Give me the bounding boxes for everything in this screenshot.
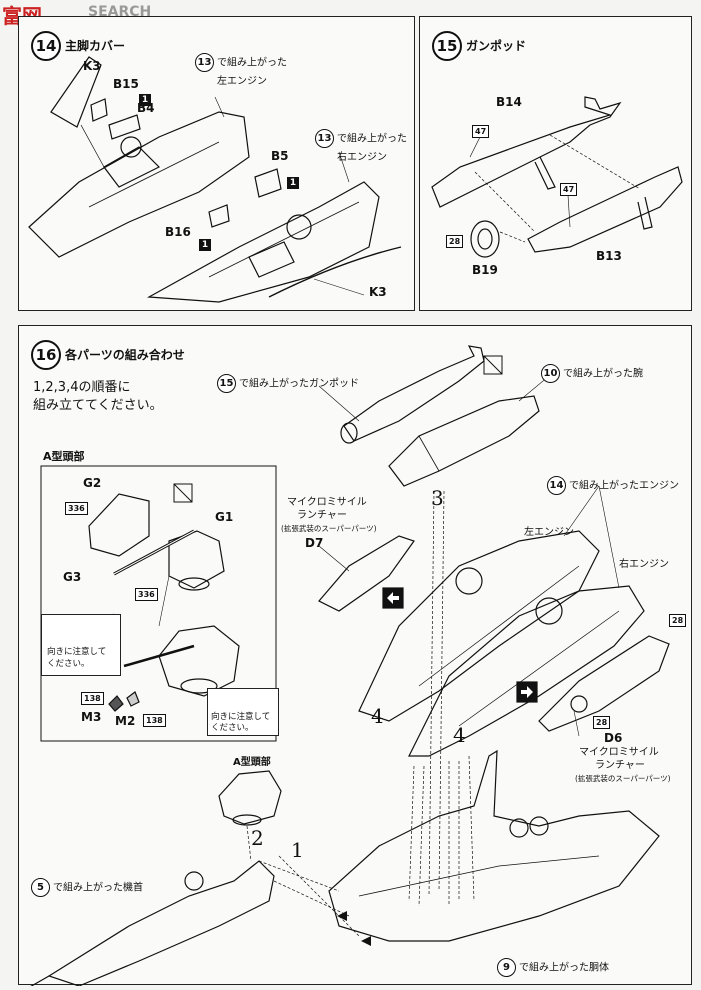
part-b14: B14 xyxy=(496,95,522,109)
launcher-left-line1: マイクロミサイル xyxy=(287,497,367,508)
callout-gunpod-num: 15 xyxy=(217,374,236,393)
callout-body-num: 9 xyxy=(497,958,516,977)
launcher-left-note: (拡張武装のスーパーパーツ) xyxy=(281,524,377,533)
launcher-right-line2: ランチャー xyxy=(595,760,645,771)
step16-diagram xyxy=(30,345,670,986)
callout-left-engine-num: 13 xyxy=(195,53,214,72)
caution-1-line1: 向きに注意して xyxy=(47,647,107,657)
callout-nose-num: 5 xyxy=(31,878,50,897)
step15-panel: 15 ガンポッド B14 47 47 28 B19 B13 xyxy=(419,16,692,311)
callout-body-text: で組み上がった胴体 xyxy=(519,962,609,974)
step14-diagram xyxy=(28,56,402,303)
block-mark: 1 xyxy=(287,177,299,189)
caution-1-line2: ください。 xyxy=(47,659,90,669)
step16-title: 各パーツの組み合わせ xyxy=(65,348,185,362)
callout-right-engine-num: 13 xyxy=(315,129,334,148)
part-d6: D6 xyxy=(604,731,623,745)
part-g3: G3 xyxy=(63,570,82,584)
part-g2: G2 xyxy=(83,476,102,490)
step15-diagram xyxy=(431,96,683,258)
sequence-3: 3 xyxy=(431,486,444,510)
callout-engine-num: 14 xyxy=(547,476,566,495)
callout-right-engine-line1: で組み上がった xyxy=(337,133,407,145)
paint-code-47: 47 xyxy=(560,183,578,196)
paint-code-138: 138 xyxy=(81,692,104,705)
part-b5: B5 xyxy=(271,149,289,163)
step14-number: 14 xyxy=(31,31,61,61)
paint-code-28: 28 xyxy=(669,614,687,627)
part-b15: B15 xyxy=(113,77,139,91)
launcher-right-note: (拡張武装のスーパーパーツ) xyxy=(575,774,671,783)
part-g1: G1 xyxy=(215,510,234,524)
block-mark: 1 xyxy=(139,94,151,106)
paint-code-28: 28 xyxy=(593,716,611,729)
callout-left-engine-line1: で組み上がった xyxy=(217,57,287,69)
caution-box-1 xyxy=(41,614,121,676)
callout-engine-text: で組み上がったエンジン xyxy=(569,480,679,492)
part-k3-bottom: K3 xyxy=(369,285,387,299)
step14-title: 主脚カバー xyxy=(65,39,126,53)
paint-code-28: 28 xyxy=(446,235,464,248)
callout-left-engine-line2: 左エンジン xyxy=(217,76,267,87)
paint-code-336: 336 xyxy=(65,502,88,515)
head-a-label: A型頭部 xyxy=(233,757,271,768)
launcher-left-line2: ランチャー xyxy=(297,510,347,521)
step15-number: 15 xyxy=(432,31,462,61)
launcher-right-line1: マイクロミサイル xyxy=(579,747,659,758)
right-engine-label: 右エンジン xyxy=(619,559,669,570)
paint-code-336: 336 xyxy=(135,588,158,601)
sequence-2: 2 xyxy=(251,826,264,850)
callout-nose-text: で組み上がった機首 xyxy=(53,882,143,894)
part-b4: B4 xyxy=(137,101,155,115)
step16-number: 16 xyxy=(31,340,61,370)
caution-2-line1: 向きに注意して xyxy=(211,712,271,722)
paint-code-47: 47 xyxy=(472,125,490,138)
callout-right-engine-line2: 右エンジン xyxy=(337,152,387,163)
part-m2: M2 xyxy=(115,714,136,728)
sequence-4-left: 4 xyxy=(371,704,384,728)
part-k3-top: K3 xyxy=(83,59,101,73)
paint-code-138: 138 xyxy=(143,714,166,727)
caution-box-2 xyxy=(207,688,279,736)
left-engine-label: 左エンジン xyxy=(524,527,574,538)
part-b13: B13 xyxy=(596,249,622,263)
part-b19: B19 xyxy=(472,263,498,277)
part-m3: M3 xyxy=(81,710,102,724)
step16-instruction-line1: 1,2,3,4の順番に xyxy=(33,380,131,395)
block-mark: 1 xyxy=(199,239,211,251)
step16-instruction-line2: 組み立ててください。 xyxy=(33,398,163,413)
part-b16: B16 xyxy=(165,225,191,239)
step15-title: ガンポッド xyxy=(466,39,527,53)
sequence-4-right: 4 xyxy=(453,723,466,747)
callout-arm-num: 10 xyxy=(541,364,560,383)
inset-title: A型頭部 xyxy=(43,450,85,463)
callout-gunpod-text: で組み上がったガンポッド xyxy=(239,378,359,390)
callout-arm-text: で組み上がった腕 xyxy=(563,368,643,380)
sequence-1: 1 xyxy=(291,838,304,862)
caution-2-line2: ください。 xyxy=(211,723,254,733)
part-d7: D7 xyxy=(305,536,324,550)
